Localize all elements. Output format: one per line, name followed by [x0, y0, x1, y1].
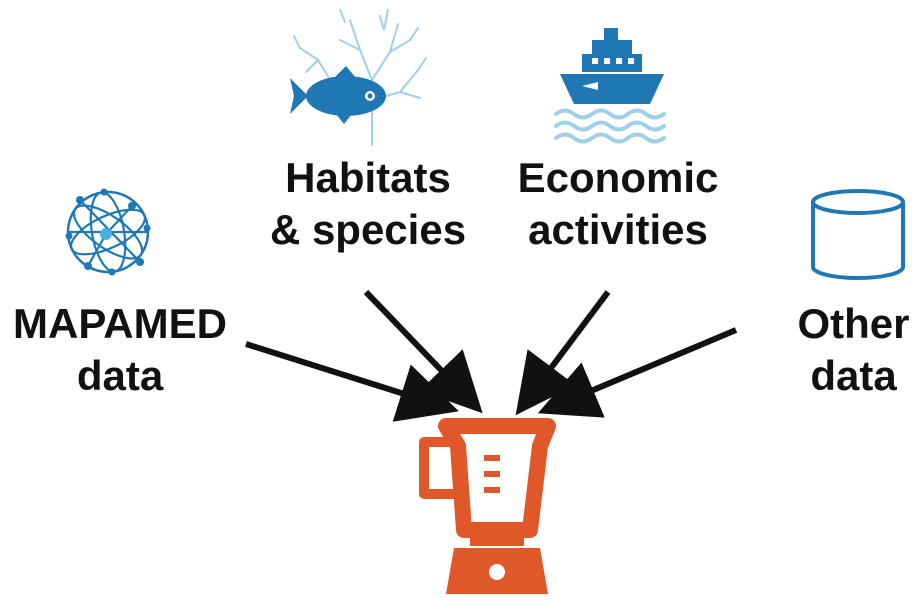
database-cylinder-icon	[811, 189, 905, 280]
label-habitats: Habitats & species	[258, 152, 478, 256]
label-mapamed-line1: MAPAMED	[13, 300, 227, 347]
label-other-line1: Other	[797, 300, 910, 347]
label-other: Other data	[790, 298, 917, 402]
label-economic-line1: Economic	[517, 154, 719, 201]
label-other-line2: data	[810, 352, 897, 399]
arrows	[245, 289, 738, 422]
label-economic: Economic activities	[508, 152, 728, 256]
arrow-mapamed	[245, 341, 459, 422]
label-mapamed-line2: data	[76, 352, 164, 399]
blender-icon	[419, 418, 556, 594]
label-habitats-line2: & species	[269, 206, 467, 253]
label-economic-line2: activities	[528, 206, 708, 253]
ship-waves-icon	[554, 28, 666, 144]
label-mapamed: MAPAMED data	[0, 298, 240, 402]
label-habitats-line1: Habitats	[285, 154, 451, 201]
arrow-other	[537, 327, 738, 418]
network-globe-icon	[65, 188, 151, 276]
arrow-economic	[515, 290, 611, 416]
arrow-habitats	[363, 289, 483, 414]
fish-coral-icon	[290, 9, 427, 146]
